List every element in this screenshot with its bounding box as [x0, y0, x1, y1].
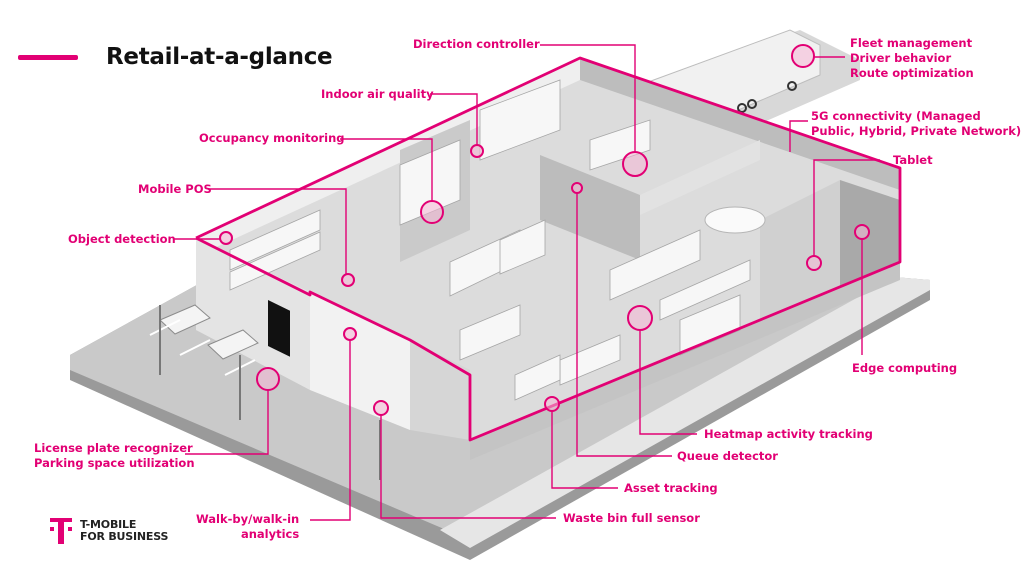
building-outline [195, 56, 902, 442]
sensor-walk-by[interactable] [343, 327, 357, 341]
label-heatmap: Heatmap activity tracking [704, 427, 873, 441]
sensor-asset[interactable] [571, 182, 583, 194]
sensor-license-plate[interactable] [256, 367, 280, 391]
sensor-tablet[interactable] [806, 255, 822, 271]
wheel [737, 103, 747, 113]
wheel [747, 99, 757, 109]
label-license-group: License plate recognizer Parking space u… [34, 441, 195, 471]
label-direction-controller: Direction controller [413, 37, 540, 51]
brand-logo: T-MOBILE FOR BUSINESS [50, 518, 168, 544]
entrance-wall [310, 292, 410, 430]
back-wall-right [580, 58, 900, 190]
interior-wall [760, 180, 840, 330]
label-mobile-pos: Mobile POS [138, 182, 212, 196]
label-route-optimization: Route optimization [850, 66, 974, 80]
brand-line1: T-MOBILE [80, 518, 137, 531]
leader-license-plate [185, 390, 269, 455]
label-waste-bin: Waste bin full sensor [563, 511, 700, 525]
page-title: Retail-at-a-glance [106, 44, 333, 70]
round-table [704, 206, 766, 234]
label-fleet-management: Fleet management [850, 36, 973, 50]
leader-lines [173, 44, 880, 521]
leader-occupancy [340, 138, 433, 201]
shelving [229, 79, 751, 401]
leader-waste [380, 415, 556, 519]
parked-cars [159, 304, 259, 360]
leader-tablet [813, 159, 880, 256]
label-tablet: Tablet [893, 153, 933, 167]
label-5g-group: 5G connectivity (Managed Public, Hybrid,… [811, 109, 1021, 139]
sensor-heatmap[interactable] [627, 305, 653, 331]
brand-line2: FOR BUSINESS [80, 530, 169, 543]
sensor-edge[interactable] [854, 224, 870, 240]
leader-walk-by [310, 340, 351, 521]
label-edge-computing: Edge computing [852, 361, 958, 375]
entrance-door [268, 300, 290, 357]
sensor-occupancy[interactable] [420, 200, 444, 224]
barrier-poles [159, 305, 381, 480]
label-5g-line2: Public, Hybrid, Private Network) [811, 124, 1022, 138]
label-walk-by-group: Walk-by/walk-in analytics [196, 512, 299, 542]
leader-5g [789, 120, 808, 152]
sensors [219, 44, 870, 416]
leader-air-quality [430, 93, 478, 145]
brand-name: T-MOBILE FOR BUSINESS [80, 519, 168, 543]
label-indoor-air-quality: Indoor air quality [321, 87, 434, 101]
leader-direction-controller [540, 44, 636, 152]
wheel [787, 81, 797, 91]
leader-asset [551, 411, 618, 489]
sensor-queue[interactable] [544, 396, 560, 412]
label-5g-line1: 5G connectivity (Managed [811, 109, 981, 123]
interior-wall [540, 155, 640, 260]
sensor-waste-bin[interactable] [373, 400, 389, 416]
sensor-direction-controller[interactable] [622, 151, 648, 177]
label-fleet-group: Fleet management Driver behavior Route o… [850, 36, 974, 81]
sensor-mobile-pos[interactable] [341, 273, 355, 287]
title-block: Retail-at-a-glance [18, 44, 333, 70]
leader-mobile-pos [208, 188, 347, 274]
back-wall-left [196, 58, 580, 250]
label-object-detection: Object detection [68, 232, 176, 246]
interior-wall [840, 180, 900, 290]
title-accent-bar [18, 54, 78, 60]
label-driver-behavior: Driver behavior [850, 51, 952, 65]
leader-queue [576, 193, 672, 457]
label-parking-space: Parking space utilization [34, 456, 195, 470]
label-occupancy-monitoring: Occupancy monitoring [199, 131, 345, 145]
label-asset-tracking: Asset tracking [624, 481, 718, 495]
label-queue-detector: Queue detector [677, 449, 778, 463]
label-walk-by-line1: Walk-by/walk-in [196, 512, 300, 526]
sensor-air-quality[interactable] [470, 144, 484, 158]
sensor-object-detection[interactable] [219, 231, 233, 245]
label-license-plate: License plate recognizer [34, 441, 193, 455]
leader-heatmap [639, 330, 697, 435]
sensor-fleet[interactable] [791, 44, 815, 68]
t-logo-icon [50, 518, 72, 544]
label-walk-by-line2: analytics [240, 527, 300, 541]
interior-wall [640, 140, 760, 215]
